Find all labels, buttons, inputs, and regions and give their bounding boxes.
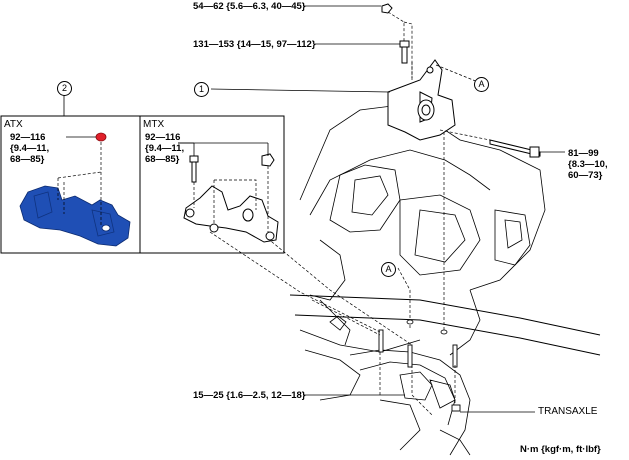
- engine-outline: [289, 104, 601, 456]
- panel-frames: [0, 115, 285, 254]
- atx-torque-3: 68—85}: [10, 154, 45, 165]
- callout-1: 1: [194, 82, 209, 97]
- mtx-torque-1: 92—116: [145, 132, 181, 143]
- mtx-title: MTX: [143, 119, 165, 130]
- mtx-bolts: [189, 153, 275, 183]
- mtx-leaders: [178, 142, 269, 156]
- leader-lines: [63, 5, 565, 413]
- atx-title: ATX: [4, 119, 23, 130]
- torque-label-through-bolt-2: {8.3—10,: [568, 159, 608, 170]
- torque-label-upper-bolt: 131—153 {14—15, 97—112}: [193, 39, 316, 50]
- torque-label-through-bolt-3: 60—73}: [568, 170, 603, 181]
- atx-dashed-lines: [57, 142, 102, 226]
- atx-torque-1: 92—116: [10, 132, 46, 143]
- mount-bolts: [381, 3, 541, 158]
- torque-label-transaxle-nuts: 15—25 {1.6—2.5, 12—18}: [193, 390, 306, 401]
- callout-a-lower: A: [381, 262, 396, 277]
- atx-torque-2: {9.4—11,: [10, 143, 50, 154]
- atx-bolt: [95, 132, 107, 142]
- engine-mount-bracket: [387, 59, 456, 141]
- mtx-torque-3: 68—85}: [145, 154, 180, 165]
- crossmember-holes: [406, 319, 448, 335]
- units-label: N·m {kgf·m, ft·lbf}: [520, 444, 601, 455]
- transaxle-label: TRANSAXLE: [538, 406, 598, 417]
- atx-mount-part: [19, 185, 131, 247]
- mtx-torque-2: {9.4—11,: [145, 143, 185, 154]
- mtx-dashed-lines: [193, 166, 269, 232]
- assembly-dashed-lines: [209, 11, 491, 416]
- torque-label-upper-nut: 54—62 {5.6—6.3, 40—45}: [193, 1, 306, 12]
- transaxle-studs: [378, 329, 461, 412]
- mtx-mount-part: [183, 185, 279, 243]
- torque-label-through-bolt-1: 81—99: [568, 148, 599, 159]
- callout-a-upper: A: [474, 77, 489, 92]
- callout-2: 2: [57, 81, 72, 96]
